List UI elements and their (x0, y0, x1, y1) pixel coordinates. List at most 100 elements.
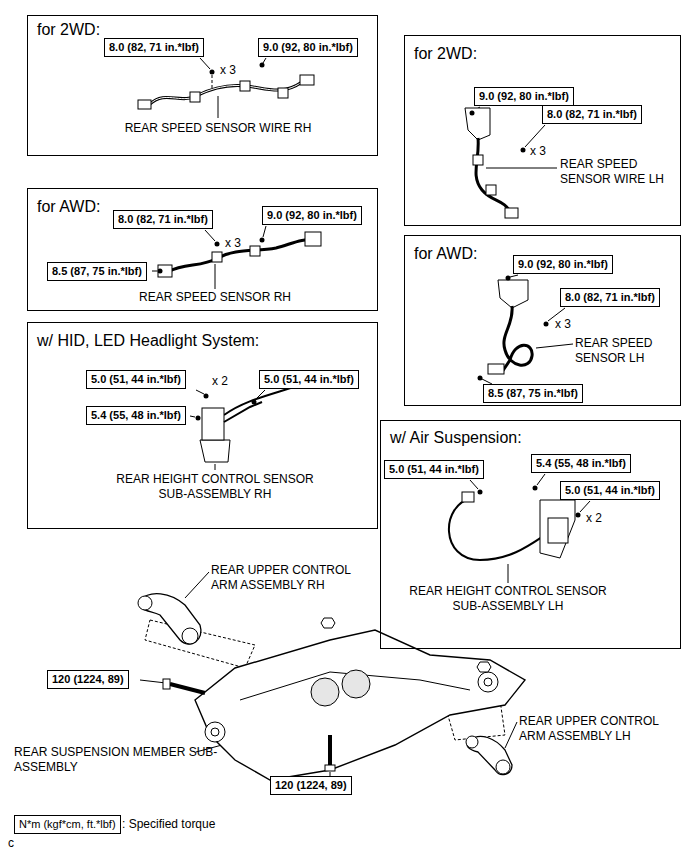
leader-line (196, 390, 204, 394)
part-name: REAR SPEED SENSOR WIRE RH (108, 121, 328, 136)
bolt (204, 394, 209, 399)
leader-line (508, 564, 509, 583)
bolt (325, 765, 335, 771)
torque-value: 5.4 (55, 48 in.*lbf) (91, 409, 181, 421)
torque-box: 9.0 (92, 80 in.*lbf) (262, 206, 362, 225)
height-control-sensor (540, 500, 575, 558)
upper-control-arm (138, 596, 152, 610)
panel-heading: for AWD: (414, 244, 477, 263)
part-name: REAR UPPER CONTROL ARM ASSEMBLY RH (211, 563, 376, 593)
torque-box: 5.0 (51, 44 in.*lbf) (259, 370, 359, 389)
torque-box: 5.0 (51, 44 in.*lbf) (86, 370, 186, 389)
bolt (252, 400, 257, 405)
leader-line (536, 344, 573, 348)
quantity-note: x 2 (586, 511, 602, 526)
bolt (544, 322, 549, 327)
option-panel: for 2WD:x 3REAR SPEED SENSOR WIRE RH8.0 … (27, 15, 378, 156)
speed-sensor-wire (138, 75, 314, 109)
speed-sensor-wire (150, 82, 302, 104)
option-panel: w/ HID, LED Headlight System:x 2REAR HEI… (27, 322, 378, 529)
bolt (260, 63, 265, 68)
leader-line (215, 264, 216, 289)
leader-line (185, 572, 209, 598)
height-control-sensor (224, 385, 300, 415)
part-name: REAR SPEED SENSOR WIRE LH (560, 157, 675, 187)
legend-text: : Specified torque (122, 817, 215, 832)
speed-sensor-wire (505, 208, 518, 218)
leader-line (152, 271, 157, 272)
height-control-sensor (224, 402, 262, 422)
torque-value: 9.0 (92, 80 in.*lbf) (479, 90, 569, 102)
speed-sensor-wire (473, 155, 483, 165)
torque-value: 120 (1224, 89) (52, 673, 124, 685)
quantity-note: x 3 (530, 144, 546, 159)
leader-line (580, 501, 590, 512)
part-name: REAR SPEED SENSOR LH (575, 336, 675, 366)
height-control-sensor (202, 408, 224, 440)
suspension-member (205, 722, 225, 742)
torque-box: 8.5 (87, 75 in.*lbf) (483, 384, 583, 403)
height-control-sensor (200, 440, 230, 462)
leader-line (470, 480, 478, 489)
torque-box: 5.4 (55, 48 in.*lbf) (86, 406, 186, 425)
option-panel: w/ Air Suspension:x 2REAR HEIGHT CONTROL… (380, 420, 681, 649)
speed-sensor (488, 364, 504, 374)
torque-box: 120 (1224, 89) (47, 670, 129, 689)
part-name: REAR SPEED SENSOR RH (105, 290, 325, 305)
suspension-member (477, 662, 491, 672)
leader-line (140, 680, 166, 683)
quantity-note: x 3 (555, 317, 571, 332)
leader-line (215, 464, 216, 470)
leader-line (525, 125, 545, 147)
suspension-member (342, 670, 370, 698)
speed-sensor-wire (138, 100, 151, 109)
quantity-note: x 3 (220, 63, 236, 78)
speed-sensor (158, 265, 172, 277)
legend-text: N*m (kgf*cm, ft.*lbf) (19, 818, 116, 830)
suspension-member (478, 672, 498, 692)
torque-box: 5.4 (55, 48 in.*lbf) (531, 454, 631, 473)
dashed-line (145, 75, 505, 740)
torque-value: 9.0 (92, 80 in.*lbf) (267, 209, 357, 221)
bolt (576, 513, 581, 518)
part-name: REAR UPPER CONTROL ARM ASSEMBLY LH (519, 714, 684, 744)
speed-sensor-wire (486, 185, 496, 195)
speed-sensor (498, 280, 528, 308)
bolt (196, 416, 201, 421)
quantity-note: x 2 (212, 374, 228, 389)
dashed-line (212, 75, 213, 88)
height-control-sensor (449, 492, 575, 560)
leader-line (510, 275, 518, 277)
torque-box: 8.0 (82, 71 in.*lbf) (104, 38, 204, 57)
speed-sensor (250, 246, 260, 256)
leader-line (537, 474, 545, 485)
suspension-member (195, 630, 525, 780)
torque-box: 5.0 (51, 44 in.*lbf) (560, 481, 660, 500)
torque-box: 120 (1224, 89) (270, 776, 352, 795)
bolt (328, 735, 332, 766)
torque-value: 8.0 (82, 71 in.*lbf) (118, 213, 208, 225)
figure-code: c (8, 836, 14, 851)
suspension-member (211, 728, 219, 736)
leader-line (486, 168, 557, 169)
leader-line (200, 58, 210, 69)
torque-value: 9.0 (92, 80 in.*lbf) (263, 41, 353, 53)
torque-box: 8.0 (82, 71 in.*lbf) (542, 105, 642, 124)
part-name: REAR HEIGHT CONTROL SENSOR SUB-ASSEMBLY … (115, 472, 315, 502)
speed-sensor-wire (465, 108, 490, 140)
speed-sensor-wire (278, 88, 288, 98)
height-control-sensor (449, 498, 545, 560)
leader-line (263, 226, 266, 237)
bolt (158, 269, 163, 274)
leader-line (190, 416, 195, 417)
panel-heading: for 2WD: (414, 44, 477, 63)
bolt (478, 376, 483, 381)
speed-sensor (305, 232, 321, 246)
bolt (470, 111, 475, 116)
speed-sensor (488, 280, 532, 374)
torque-value: 120 (1224, 89) (275, 779, 347, 791)
torque-value: 5.0 (51, 44 in.*lbf) (565, 484, 655, 496)
torque-value: 8.5 (87, 75 in.*lbf) (52, 265, 142, 277)
speed-sensor-wire (300, 75, 314, 85)
torque-value: 8.0 (82, 71 in.*lbf) (547, 108, 637, 120)
